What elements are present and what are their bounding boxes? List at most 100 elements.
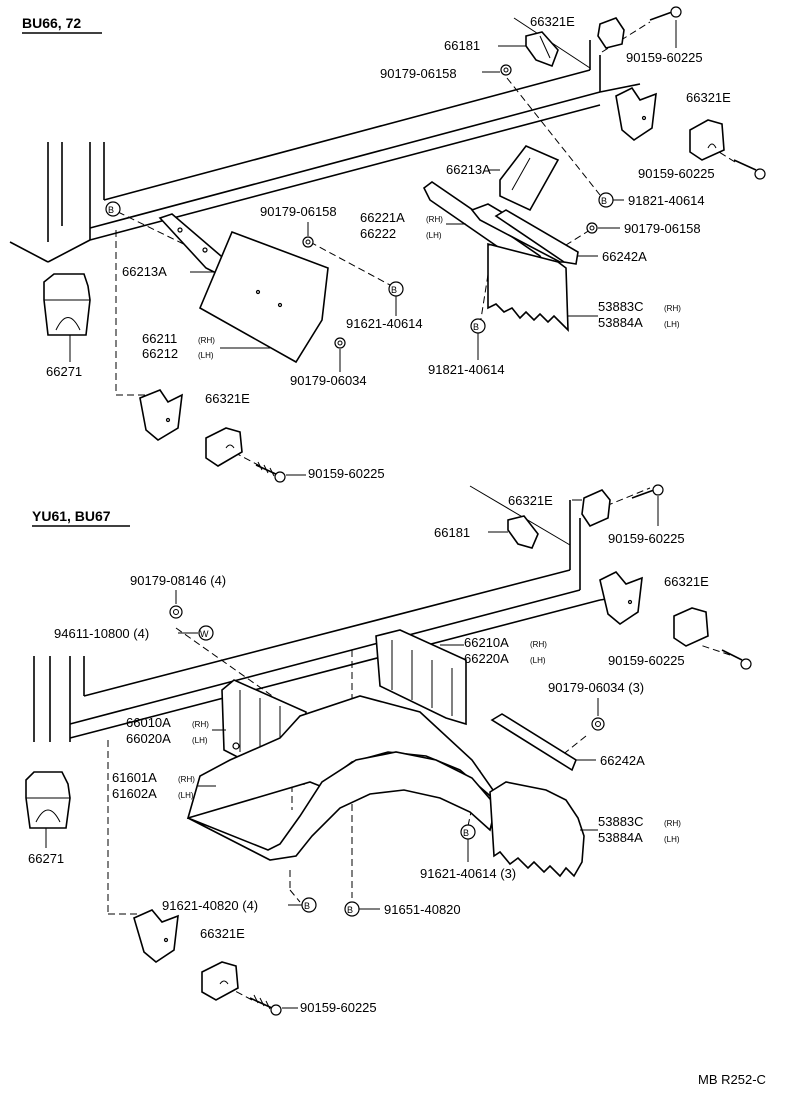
svg-text:B: B bbox=[304, 901, 310, 911]
top-label-90159-lower: 90159-60225 bbox=[308, 466, 385, 481]
bottom-66210A-shield bbox=[375, 629, 467, 726]
top-66271-part bbox=[43, 273, 91, 362]
bottom-label-90159-right: 90159-60225 bbox=[608, 653, 685, 668]
top-label-91821-bottom: 91821-40614 bbox=[428, 362, 505, 377]
bottom-label-66321E-top: 66321E bbox=[508, 493, 553, 508]
top-66213A-right-bracket bbox=[499, 145, 560, 212]
top-label-90159-top: 90159-60225 bbox=[626, 50, 703, 65]
top-90179-06158-nut-mid bbox=[302, 236, 314, 248]
bottom-66321E-lower-left bbox=[133, 909, 239, 1001]
svg-text:B: B bbox=[601, 196, 607, 206]
svg-text:(RH): (RH) bbox=[178, 775, 195, 784]
footer-code: MB R252-C bbox=[698, 1072, 766, 1087]
top-label-53883C: 53883C bbox=[598, 299, 644, 314]
top-66321E-right-bracket bbox=[615, 86, 725, 161]
top-90179-nut-right bbox=[586, 222, 598, 234]
top-66242A-rod bbox=[494, 209, 579, 265]
top-label-53884A: 53884A bbox=[598, 315, 643, 330]
svg-text:(LH): (LH) bbox=[530, 656, 546, 665]
svg-text:(LH): (LH) bbox=[664, 320, 680, 329]
bottom-90179-08146-nut bbox=[169, 605, 183, 619]
top-66211-mudflap bbox=[198, 230, 329, 364]
bottom-label-90159-top: 90159-60225 bbox=[608, 531, 685, 546]
top-label-66321E-lower: 66321E bbox=[205, 391, 250, 406]
bottom-b-marker-91621-40614: B bbox=[460, 824, 476, 840]
top-label-66213A-left: 66213A bbox=[122, 264, 167, 279]
top-90159-bolt-right bbox=[733, 159, 766, 180]
svg-text:(LH): (LH) bbox=[198, 351, 214, 360]
bottom-label-66020A: 66020A bbox=[126, 731, 171, 746]
bottom-label-90179-08146: 90179-08146 (4) bbox=[130, 573, 226, 588]
bottom-label-91621-40614: 91621-40614 (3) bbox=[420, 866, 516, 881]
top-66321E-top-block bbox=[597, 17, 625, 49]
top-label-66242A: 66242A bbox=[602, 249, 647, 264]
bottom-label-61601A: 61601A bbox=[112, 770, 157, 785]
top-90159-bolt-lower bbox=[255, 461, 286, 483]
top-label-91621-40614: 91621-40614 bbox=[346, 316, 423, 331]
bottom-66321E-right bbox=[599, 571, 709, 647]
top-66181-bracket bbox=[525, 31, 559, 68]
bottom-label-66181: 66181 bbox=[434, 525, 470, 540]
bottom-label-91651-40820: 91651-40820 bbox=[384, 902, 461, 917]
svg-text:(LH): (LH) bbox=[664, 835, 680, 844]
svg-text:B: B bbox=[347, 905, 353, 915]
svg-text:B: B bbox=[391, 285, 397, 295]
bottom-label-90159-lower: 90159-60225 bbox=[300, 1000, 377, 1015]
section-title-yu61-bu67: YU61, BU67 bbox=[32, 508, 111, 524]
svg-text:W: W bbox=[200, 629, 209, 639]
bottom-66271-part bbox=[25, 771, 71, 829]
bottom-90159-bolt-top bbox=[631, 484, 664, 499]
bottom-90159-bolt-lower bbox=[249, 994, 282, 1016]
bottom-66242A-rod bbox=[490, 713, 577, 772]
top-label-91821-right: 91821-40614 bbox=[628, 193, 705, 208]
top-b-marker-bottom: B bbox=[470, 318, 486, 334]
bottom-label-61602A: 61602A bbox=[112, 786, 157, 801]
top-label-66321E-right: 66321E bbox=[686, 90, 731, 105]
top-label-90179-06158-top: 90179-06158 bbox=[380, 66, 457, 81]
bottom-label-66321E-lower: 66321E bbox=[200, 926, 245, 941]
bottom-label-66010A: 66010A bbox=[126, 715, 171, 730]
top-label-66211: 66211 bbox=[142, 331, 177, 346]
top-label-66271: 66271 bbox=[46, 364, 82, 379]
top-label-66181: 66181 bbox=[444, 38, 480, 53]
top-53883C-mudguard bbox=[487, 242, 569, 332]
bottom-53883C-mudguard bbox=[489, 781, 585, 878]
bottom-label-66321E-right: 66321E bbox=[664, 574, 709, 589]
bottom-b-marker-91651: B bbox=[344, 901, 360, 917]
bottom-label-53883C: 53883C bbox=[598, 814, 644, 829]
top-label-66221A: 66221A bbox=[360, 210, 405, 225]
top-b-marker-right: B bbox=[598, 192, 614, 208]
svg-text:B: B bbox=[463, 828, 469, 838]
svg-text:(RH): (RH) bbox=[198, 336, 215, 345]
top-label-90179-06034: 90179-06034 bbox=[290, 373, 367, 388]
bottom-90179-06034-nut bbox=[591, 717, 605, 731]
bottom-label-66210A: 66210A bbox=[464, 635, 509, 650]
svg-text:B: B bbox=[473, 322, 479, 332]
svg-text:(RH): (RH) bbox=[530, 640, 547, 649]
bottom-label-66242A: 66242A bbox=[600, 753, 645, 768]
svg-text:(LH): (LH) bbox=[178, 791, 194, 800]
top-b-marker-mid: B bbox=[388, 281, 404, 297]
svg-text:B: B bbox=[108, 205, 114, 215]
svg-text:(LH): (LH) bbox=[426, 231, 442, 240]
bottom-label-66220A: 66220A bbox=[464, 651, 509, 666]
top-label-90179-06158-right: 90179-06158 bbox=[624, 221, 701, 236]
top-90179-nut-top bbox=[500, 64, 512, 76]
svg-text:(RH): (RH) bbox=[426, 215, 443, 224]
top-label-66213A-right: 66213A bbox=[446, 162, 491, 177]
top-90159-bolt-top bbox=[649, 6, 682, 21]
bottom-w-marker: W bbox=[198, 625, 214, 641]
top-90179-06034-nut bbox=[334, 337, 346, 349]
svg-text:(RH): (RH) bbox=[664, 819, 681, 828]
svg-text:(RH): (RH) bbox=[664, 304, 681, 313]
top-66321E-lower-left bbox=[139, 389, 243, 467]
top-label-66222: 66222 bbox=[360, 226, 396, 241]
bottom-label-94611: 94611-10800 (4) bbox=[54, 626, 149, 641]
bottom-label-90179-06034: 90179-06034 (3) bbox=[548, 680, 644, 695]
bottom-label-53884A: 53884A bbox=[598, 830, 643, 845]
bottom-66181-bracket bbox=[507, 515, 539, 549]
top-label-90179-06158-mid: 90179-06158 bbox=[260, 204, 337, 219]
svg-text:(RH): (RH) bbox=[192, 720, 209, 729]
bottom-90159-bolt-right bbox=[721, 649, 752, 670]
